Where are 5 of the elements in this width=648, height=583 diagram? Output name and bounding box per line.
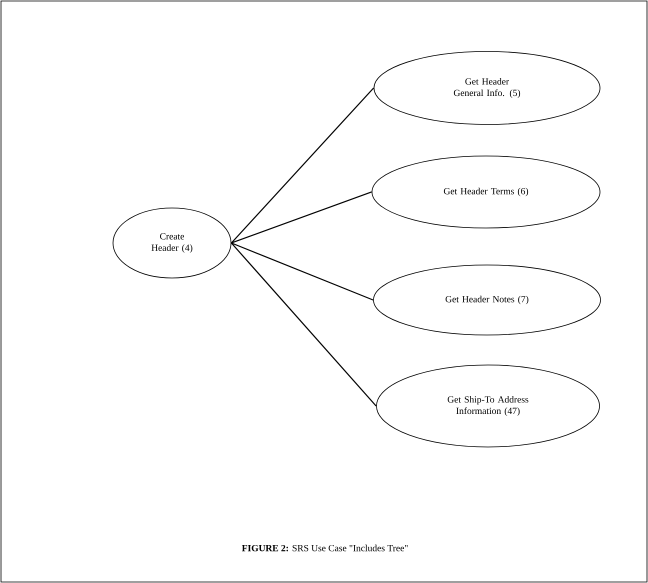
connector-line bbox=[230, 242, 377, 406]
figure-caption: FIGURE 2: SRS Use Case "Includes Tree" bbox=[242, 544, 408, 552]
connector-line bbox=[231, 242, 374, 301]
connector-line bbox=[231, 191, 372, 244]
connector-line bbox=[230, 88, 374, 244]
